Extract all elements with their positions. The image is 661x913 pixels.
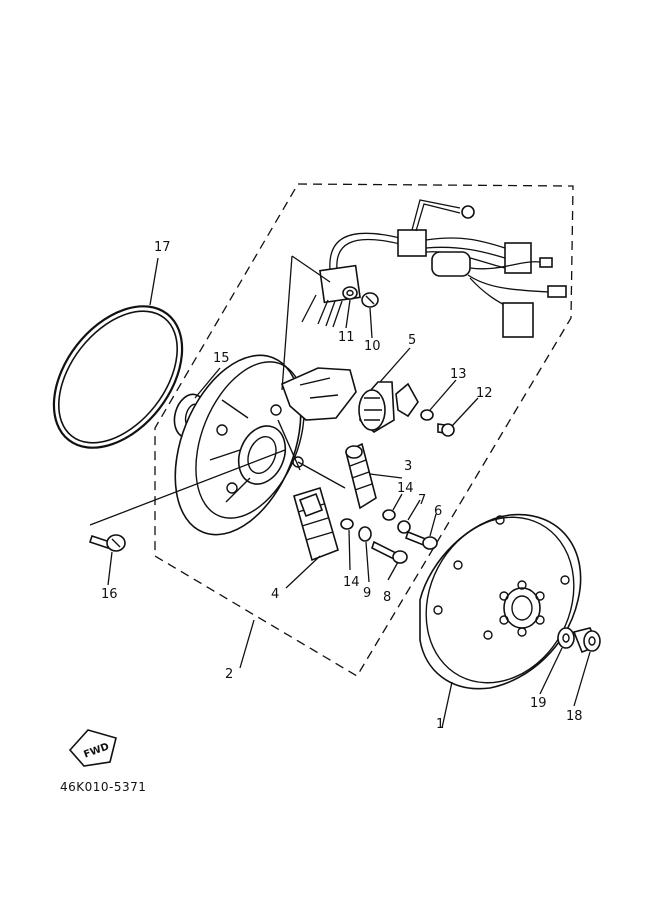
- part-label: 4: [271, 587, 279, 602]
- part-label: 1: [436, 717, 444, 732]
- rotor-nut: [572, 627, 601, 654]
- part-label: 6: [434, 504, 442, 519]
- part-label: 8: [383, 590, 391, 605]
- coil-spring-washer: [358, 526, 372, 542]
- pickup-holder: [395, 382, 419, 418]
- coil-flat-washer: [397, 520, 411, 534]
- part-label: 11: [338, 330, 355, 345]
- part-label: 14: [343, 575, 360, 590]
- source-coil: [293, 486, 339, 562]
- coil-screw: [405, 530, 438, 550]
- clamp-washer: [342, 286, 358, 300]
- o-ring-gasket: [52, 305, 184, 449]
- part-label: 12: [476, 386, 493, 401]
- coil-washer: [340, 518, 354, 530]
- assembly-boundary-dashed: [154, 183, 574, 677]
- pickup-screw: [437, 423, 455, 437]
- part-label: 19: [530, 696, 547, 711]
- wiring-harness: [301, 199, 567, 338]
- charge-coil: [345, 442, 377, 510]
- rotor-washer: [557, 627, 575, 649]
- part-label: 10: [364, 339, 381, 354]
- part-label: 7: [418, 493, 426, 508]
- part-label: 3: [404, 459, 412, 474]
- coil-screw: [371, 540, 408, 564]
- plate-screw: [88, 534, 126, 552]
- coil-washer: [382, 509, 396, 521]
- part-label: 9: [363, 586, 371, 601]
- flywheel-rotor: [419, 513, 582, 690]
- part-label: 2: [225, 667, 233, 682]
- clamp-screw: [361, 292, 379, 308]
- pickup-coil: [358, 381, 395, 433]
- part-label: 17: [154, 240, 171, 255]
- part-label: 14: [397, 481, 414, 496]
- leader-lines: [89, 255, 591, 729]
- part-label: 18: [566, 709, 583, 724]
- part-label: 16: [101, 587, 118, 602]
- pickup-washer: [420, 409, 434, 421]
- part-label: 15: [213, 351, 230, 366]
- part-label: 13: [450, 367, 467, 382]
- drawing-code: 46K010-5371: [60, 780, 146, 794]
- fwd-direction-badge: FWD: [68, 729, 117, 767]
- stator-base-plate: [174, 354, 357, 536]
- part-label: 5: [408, 333, 416, 348]
